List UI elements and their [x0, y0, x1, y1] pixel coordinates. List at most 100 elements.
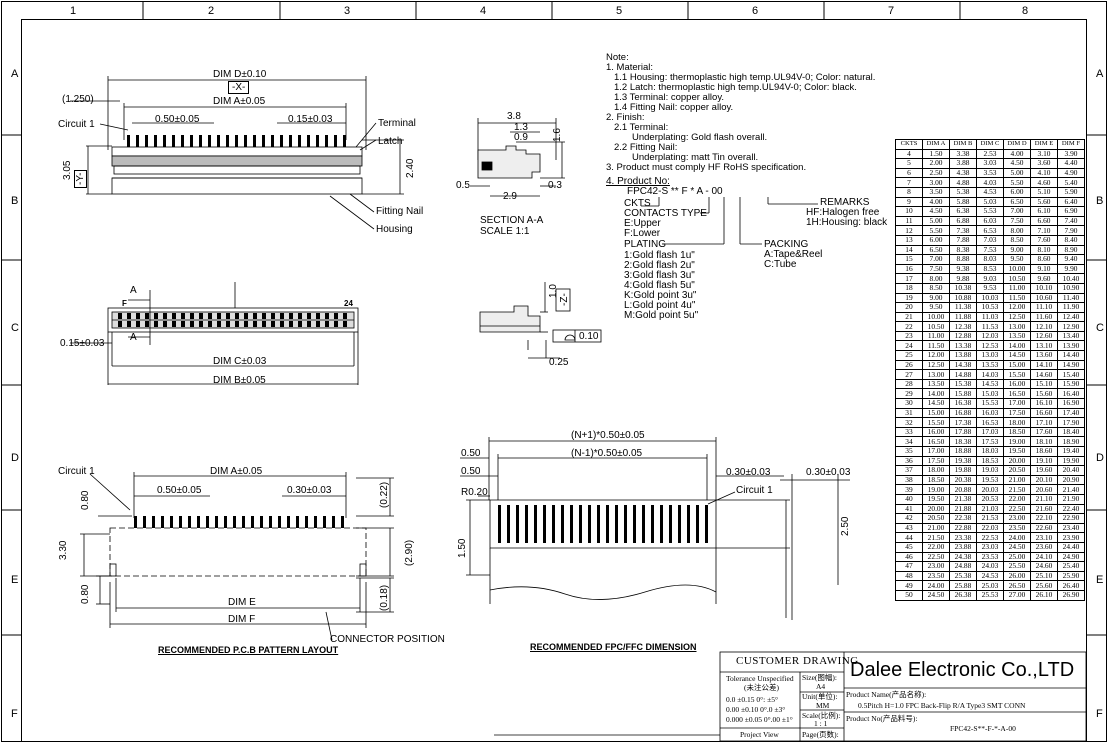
table-cell: 7.50	[922, 263, 950, 275]
table-cell: 11.00	[1003, 282, 1031, 294]
table-cell: 4.50	[1003, 158, 1031, 169]
table-cell: 16.10	[1030, 398, 1058, 409]
table-cell: 20.90	[1057, 474, 1085, 486]
table-cell: 12.00	[1003, 302, 1031, 313]
part-no-code: FPC42-S ** F * A - 00	[627, 186, 723, 197]
table-cell: 17.40	[1057, 407, 1085, 419]
table-cell: 5	[895, 158, 923, 169]
table-cell: 9.10	[1030, 263, 1058, 275]
table-cell: 5.90	[1057, 186, 1085, 198]
fpc-dim: 0.30±0.03	[726, 467, 771, 478]
note-line: Underplating: matt Tin overall.	[632, 152, 759, 163]
row-label-a-right: A	[1096, 68, 1104, 80]
row-label-f-right: F	[1096, 708, 1103, 720]
table-cell: 18	[895, 282, 923, 294]
row-label-b: B	[11, 195, 19, 207]
table-cell: 4.00	[1003, 148, 1031, 160]
table-cell: 20.10	[1030, 474, 1058, 486]
table-cell: 15.53	[976, 398, 1004, 409]
table-cell: 12.00	[922, 350, 950, 361]
table-cell: 3.88	[949, 158, 977, 169]
table-cell: 15	[895, 254, 923, 265]
table-cell: 6.38	[949, 206, 977, 217]
table-cell: 17.00	[1003, 398, 1031, 409]
part-no-plating-opt: M:Gold point 5u"	[624, 310, 699, 321]
pcb-dim: (2.90)	[404, 539, 415, 566]
table-cell: 11.90	[1057, 302, 1085, 313]
table-cell: 17.38	[949, 417, 977, 428]
table-cell: 5.00	[922, 215, 950, 227]
pcb-dim-e: DIM E	[228, 597, 256, 608]
table-cell: 9.50	[922, 302, 950, 313]
table-cell: 12.38	[949, 321, 977, 332]
table-cell: 21.50	[922, 532, 950, 543]
part-no-remarks: REMARKS	[820, 197, 870, 208]
table-cell: 22.00	[922, 541, 950, 553]
table-cell: 8.88	[949, 254, 977, 265]
table-cell: 16.00	[1003, 378, 1031, 390]
table-cell: 16.40	[1057, 388, 1085, 400]
size-label: Size(图幅):	[802, 673, 837, 682]
table-cell: 5.00	[1003, 167, 1031, 179]
column-label-7: 7	[888, 5, 895, 17]
table-cell: 13.10	[1030, 340, 1058, 352]
table-cell: 2.50	[922, 167, 950, 179]
table-cell: 44	[895, 532, 923, 543]
table-cell: 41	[895, 503, 923, 515]
table-cell: 13	[895, 234, 923, 246]
table-cell: 13.03	[976, 350, 1004, 361]
datum-y: -Y-	[74, 169, 87, 188]
table-cell: 15.38	[949, 378, 977, 390]
table-cell: 21.10	[1030, 493, 1058, 505]
part-no-packing: PACKING	[764, 239, 809, 250]
table-cell: 14.00	[1003, 340, 1031, 352]
column-label-6: 6	[752, 5, 759, 17]
table-cell: 5.40	[1057, 177, 1085, 188]
table-header-cell: DIM F	[1057, 139, 1085, 150]
table-cell: 18.60	[1030, 446, 1058, 457]
row-label-a: A	[11, 68, 19, 80]
table-cell: 23	[895, 330, 923, 342]
table-cell: 7.50	[1003, 215, 1031, 227]
table-cell: 26.90	[1057, 589, 1085, 601]
table-cell: 19.90	[1057, 455, 1085, 467]
fpc-dim: 1.50	[457, 538, 468, 558]
note-line: 3. Product must comply HF RoHS specifica…	[606, 162, 807, 173]
table-cell: 7.53	[976, 244, 1004, 256]
row-label-d-right: D	[1096, 452, 1104, 464]
unit-label: Unit(单位):	[802, 692, 838, 701]
table-cell: 20	[895, 302, 923, 313]
housing-label: Housing	[376, 224, 413, 235]
latch-label: Latch	[378, 136, 403, 147]
product-name: 0.5Pitch H=1.0 FPC Back-Flip R/A Type3 S…	[858, 701, 1026, 710]
fpc-fingers	[498, 505, 708, 543]
table-cell: 11.50	[1003, 292, 1031, 304]
table-cell: 8.00	[922, 273, 950, 284]
note-line: 1.3 Terminal: copper alloy.	[614, 92, 725, 103]
table-cell: 10.50	[1003, 273, 1031, 284]
table-cell: 19.00	[922, 484, 950, 495]
dim-a-label: DIM A±0.05	[213, 96, 266, 107]
table-cell: 16.53	[976, 417, 1004, 428]
table-cell: 11.88	[949, 311, 977, 323]
sec-dim: 0.9	[514, 132, 528, 143]
table-cell: 22.50	[922, 551, 950, 563]
table-cell: 23.88	[949, 541, 977, 553]
table-cell: 4.88	[949, 177, 977, 188]
table-cell: 9.00	[1003, 244, 1031, 256]
pcb-dim: 0.80	[80, 584, 91, 604]
table-cell: 4.10	[1030, 167, 1058, 179]
table-cell: 3.10	[1030, 148, 1058, 160]
table-cell: 10.53	[976, 302, 1004, 313]
table-cell: 25.40	[1057, 561, 1085, 572]
